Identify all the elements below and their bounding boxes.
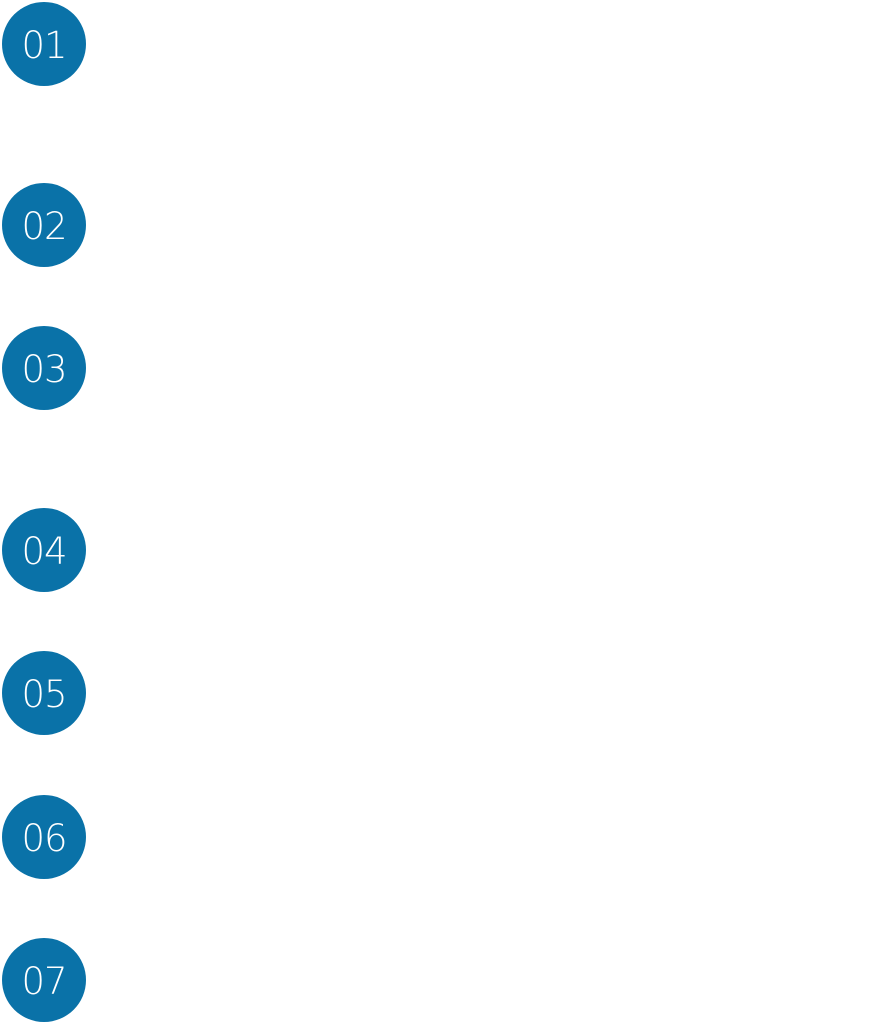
- step-number: 05: [21, 672, 67, 716]
- step-badge-07: 07: [2, 938, 86, 1022]
- step-badge-03: 03: [2, 326, 86, 410]
- step-badge-02: 02: [2, 183, 86, 267]
- step-number: 03: [21, 347, 67, 391]
- step-number: 07: [21, 959, 67, 1003]
- step-number: 06: [21, 816, 67, 860]
- step-badge-01: 01: [2, 2, 86, 86]
- step-number: 04: [21, 529, 67, 573]
- step-badge-04: 04: [2, 508, 86, 592]
- step-badge-05: 05: [2, 651, 86, 735]
- step-badge-06: 06: [2, 795, 86, 879]
- step-number: 01: [21, 23, 67, 67]
- step-number: 02: [21, 204, 67, 248]
